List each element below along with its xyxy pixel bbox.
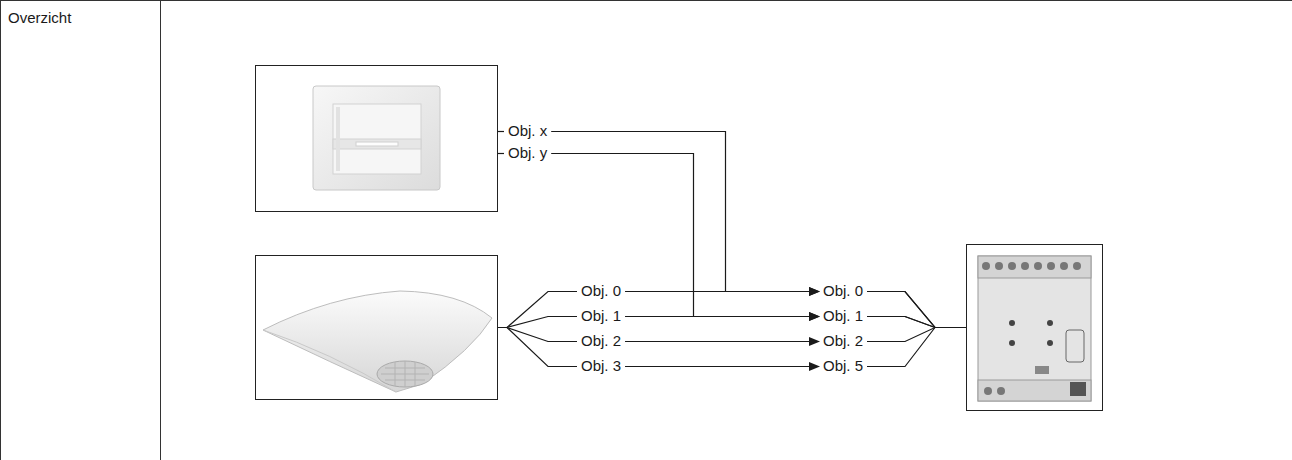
connector xyxy=(498,132,966,328)
device-box: Obj. 0Obj. 1Obj. 2Obj. 5 xyxy=(966,244,1103,411)
object-label: Obj. 2 xyxy=(823,332,863,350)
connector xyxy=(498,328,966,347)
detector-picture xyxy=(263,291,492,392)
object-label: Obj. 1 xyxy=(823,307,863,325)
object-label: Obj. 0 xyxy=(581,282,621,300)
connector xyxy=(498,328,966,372)
device-box: Obj. xObj. y xyxy=(255,65,498,212)
object-label: Obj. 0 xyxy=(823,282,863,300)
object-label: Obj. 1 xyxy=(581,307,621,325)
object-label: Obj. 2 xyxy=(581,332,621,350)
table-border xyxy=(0,0,1,460)
switch-picture xyxy=(313,86,440,190)
connector xyxy=(498,154,966,328)
device-box: Obj. 0Obj. 1Obj. 2Obj. 3 xyxy=(255,255,498,400)
actuator-picture xyxy=(978,256,1091,401)
connector xyxy=(498,312,966,328)
object-label: Obj. 5 xyxy=(823,357,863,375)
object-label: Obj. y xyxy=(508,144,547,162)
object-label: Obj. x xyxy=(508,122,547,140)
object-label: Obj. 3 xyxy=(581,357,621,375)
cell-label: Overzicht xyxy=(8,9,71,27)
table-border xyxy=(160,0,161,460)
connector xyxy=(498,287,966,328)
table-border xyxy=(0,0,1292,1)
